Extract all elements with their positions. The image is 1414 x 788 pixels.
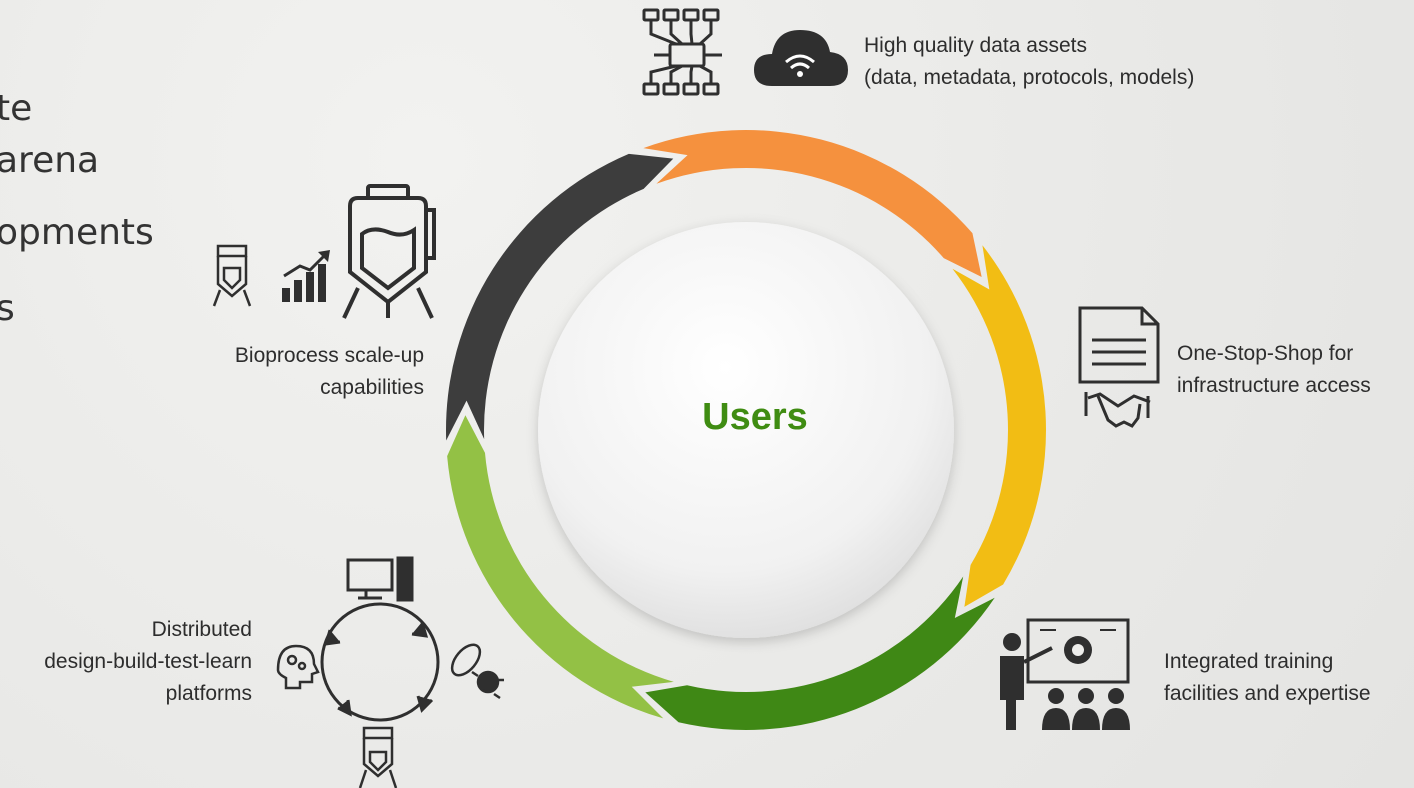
center-circle — [538, 222, 954, 638]
cloud-wifi-icon — [754, 30, 848, 86]
side-fragment-2: arena — [0, 140, 100, 181]
cycle-arrow-data-assets — [643, 130, 982, 277]
caption-dbtl: Distributed design-build-test-learn plat… — [44, 618, 252, 705]
side-fragment-1: te — [0, 88, 33, 129]
side-fragment-4: s — [0, 288, 15, 329]
brain-gear-icon — [276, 644, 320, 690]
bioreactor-small-bottom-icon — [358, 726, 398, 788]
caption-data-assets: High quality data assets (data, metadata… — [864, 34, 1195, 89]
network-icon — [642, 8, 722, 96]
presentation-icon — [1000, 618, 1130, 730]
bioreactor-small-icon — [212, 244, 252, 307]
caption-scaleup: Bioprocess scale-up capabilities — [234, 344, 424, 399]
handshake-icon — [1084, 392, 1151, 428]
bioreactor-icon — [342, 184, 436, 319]
microbes-icon — [450, 643, 504, 700]
cycle-arrow-dbtl — [447, 415, 674, 719]
center-label: Users — [702, 396, 808, 438]
side-fragment-3: opments — [0, 212, 154, 253]
caption-one-stop-shop: One-Stop-Shop for infrastructure access — [1177, 342, 1371, 397]
growth-chart-icon — [282, 250, 330, 302]
cycle-arrow-training — [645, 576, 995, 730]
document-icon — [1078, 306, 1160, 384]
cycle-arrow-scaleup — [446, 153, 674, 441]
caption-training: Integrated training facilities and exper… — [1164, 650, 1371, 705]
computer-icon — [346, 556, 414, 602]
cycle-arrow-one-stop-shop — [952, 245, 1046, 607]
dbtl-cycle-arrows-icon — [320, 602, 440, 722]
